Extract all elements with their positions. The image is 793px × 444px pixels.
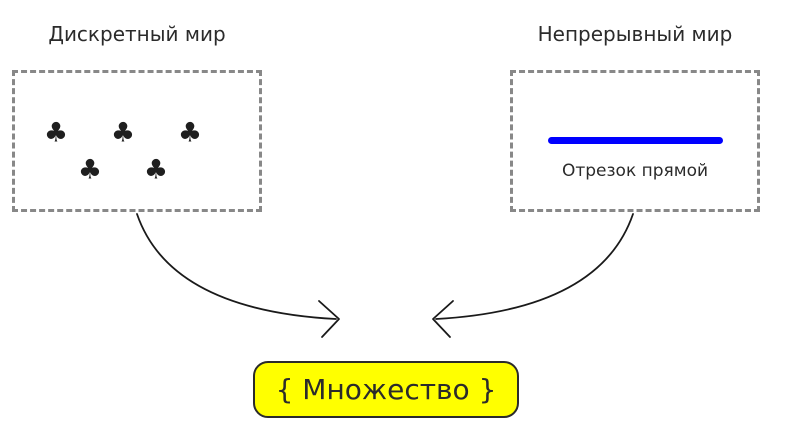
set-label: { Множество } [275,373,497,406]
arrow-from-continuous-head [432,300,454,338]
line-segment [548,137,723,144]
discrete-world-title: Дискретный мир [48,22,226,46]
club-suit-icon: ♣ [77,154,103,186]
continuous-world-title: Непрерывный мир [537,22,733,46]
set-box: { Множество } [253,361,519,418]
continuous-world-box: Отрезок прямой [510,70,760,212]
line-segment-label: Отрезок прямой [561,161,709,181]
club-suit-icon: ♣ [43,117,69,149]
club-suit-icon: ♣ [143,154,169,186]
arrow-from-discrete-head [318,300,340,338]
discrete-world-box: ♣ ♣ ♣ ♣ ♣ [12,70,262,212]
arrow-from-discrete [136,213,337,320]
club-suit-icon: ♣ [177,117,203,149]
club-suit-icon: ♣ [110,117,136,149]
arrow-from-continuous [435,213,634,320]
